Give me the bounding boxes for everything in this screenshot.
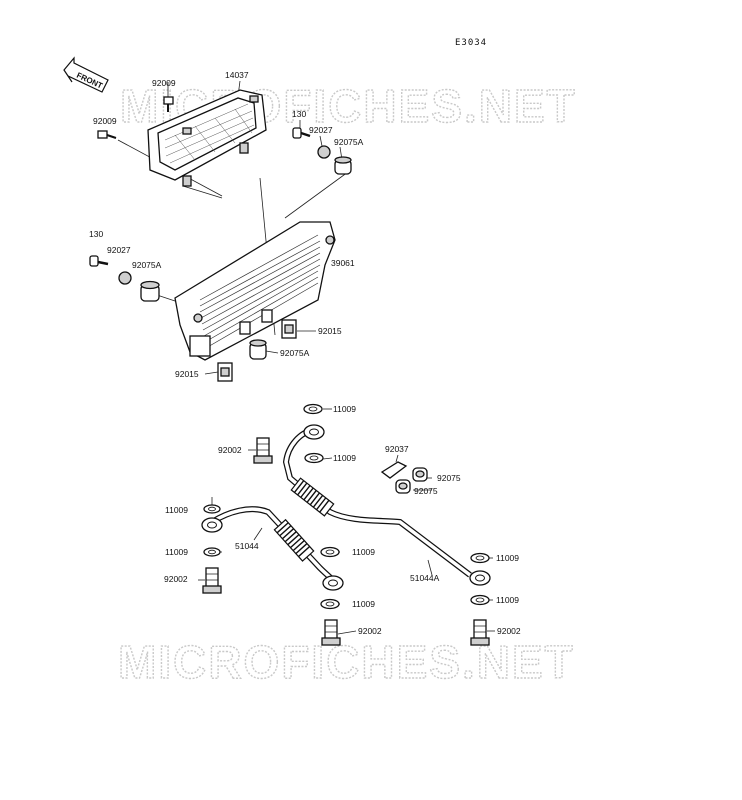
label-92075A-c: 92075A: [280, 348, 310, 358]
label-92009-b: 92009: [93, 116, 117, 126]
grille-part: [147, 89, 267, 187]
label-11009-f: 11009: [352, 599, 375, 609]
grommet-92075A-a: [334, 156, 352, 175]
label-92027-b: 92027: [107, 245, 131, 255]
washers-11009: [203, 403, 490, 610]
label-92027-a: 92027: [309, 125, 333, 135]
front-arrow-icon: FRONT: [63, 56, 109, 93]
hose-51044A: [282, 424, 491, 586]
label-39061: 39061: [331, 258, 355, 268]
grommet-92075A-b: [140, 280, 160, 302]
clip-92037: [380, 461, 408, 479]
bracket-92015-b: [217, 362, 233, 382]
grommet-92075-b: [395, 479, 411, 494]
label-11009-g: 11009: [496, 553, 519, 563]
collar-92027-a: [317, 145, 331, 159]
bolt-130-a: [292, 127, 311, 139]
label-92015-a: 92015: [318, 326, 342, 336]
label-leaders: [198, 330, 495, 635]
label-92002-c: 92002: [358, 626, 382, 636]
label-14037: 14037: [225, 70, 249, 80]
label-130-a: 130: [292, 109, 306, 119]
label-11009-b: 11009: [333, 453, 356, 463]
label-51044: 51044: [235, 541, 259, 551]
label-92009-a: 92009: [152, 78, 176, 88]
label-92002-a: 92002: [218, 445, 242, 455]
label-11009-c: 11009: [165, 505, 188, 515]
banjo-bolt-92002-a: [253, 437, 273, 464]
bracket-92015-a: [281, 319, 297, 339]
banjo-bolt-92002-b: [202, 567, 222, 594]
label-130-b: 130: [89, 229, 103, 239]
watermark-bottom: MICROFICHES.NET: [118, 636, 575, 688]
diagram-code: E3034: [455, 38, 487, 48]
label-92075-b: 92075: [414, 486, 438, 496]
label-11009-e: 11009: [352, 547, 375, 557]
grommet-92075A-c: [249, 339, 267, 360]
collar-92027-b: [118, 271, 132, 285]
label-92015-b: 92015: [175, 369, 199, 379]
hose-51044: [201, 506, 344, 591]
oil-cooler-part: [174, 221, 336, 361]
bolt-92009-b: [97, 130, 117, 139]
label-11009-a: 11009: [333, 404, 356, 414]
banjo-bolt-92002-c: [321, 619, 341, 646]
bolt-130-b: [89, 255, 109, 267]
label-92075-a: 92075: [437, 473, 461, 483]
bolt-92009-a: [163, 96, 174, 112]
label-92075A-b: 92075A: [132, 260, 162, 270]
label-92002-b: 92002: [164, 574, 188, 584]
label-92002-d: 92002: [497, 626, 521, 636]
banjo-bolt-92002-d: [470, 619, 490, 646]
label-92037: 92037: [385, 444, 409, 454]
label-51044A: 51044A: [410, 573, 440, 583]
grommet-92075-a: [412, 467, 428, 482]
label-11009-h: 11009: [496, 595, 519, 605]
label-92075A-a: 92075A: [334, 137, 364, 147]
label-11009-d: 11009: [165, 547, 188, 557]
